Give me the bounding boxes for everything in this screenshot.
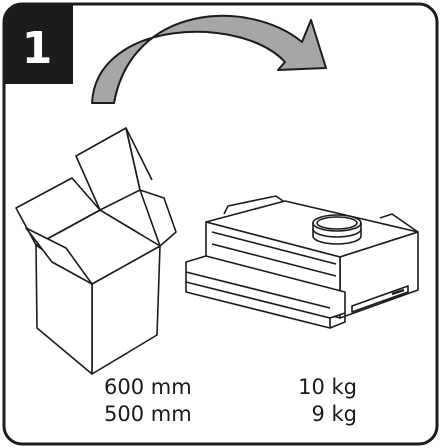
step-badge — [4, 4, 73, 84]
open-cardboard-box-icon — [15, 127, 177, 375]
spec-dimension-600: 600 mm — [104, 375, 192, 399]
spec-dimension-500: 500 mm — [104, 402, 192, 426]
telescopic-cooker-hood-icon — [185, 195, 419, 329]
spec-weight-9: 9 kg — [311, 402, 357, 426]
curved-arrow-icon — [91, 14, 327, 104]
spec-weight-10: 10 kg — [298, 375, 357, 399]
step-number: 1 — [22, 23, 53, 74]
